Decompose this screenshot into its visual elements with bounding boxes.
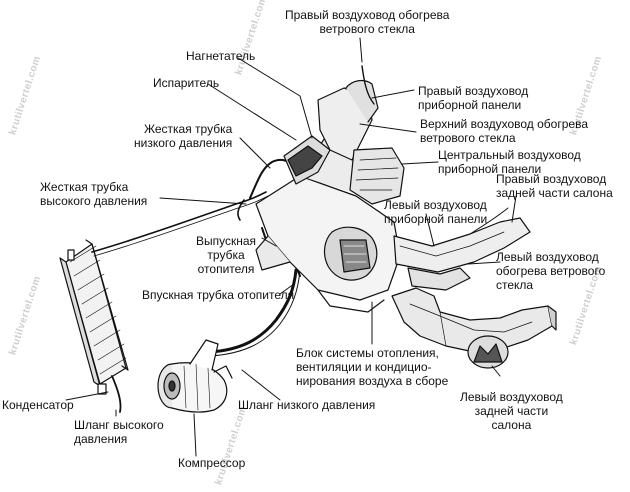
leader-lines <box>65 37 517 457</box>
condenser-drawing <box>59 239 129 395</box>
label-blower: Нагнетатель <box>186 49 256 63</box>
label-right-rear-duct: Правый воздуховод задней части салона <box>496 172 613 200</box>
low-pressure-hose-drawing <box>208 268 298 354</box>
label-right-windshield-duct: Правый воздуховод обогрева ветрового сте… <box>285 8 450 36</box>
label-heater-inlet-pipe: Впускная трубка отопителя <box>142 288 295 302</box>
manufacturer-logo-drawing <box>467 335 509 369</box>
label-low-pressure-pipe: Жесткая трубка низкого давления <box>134 122 233 150</box>
label-left-rear-duct: Левый воздуховод задней части салона <box>460 390 563 432</box>
label-low-pressure-hose: Шланг низкого давления <box>238 398 376 412</box>
compressor-drawing <box>157 339 233 413</box>
label-left-windshield-duct: Левый воздуховод обогрева ветрового стек… <box>496 250 606 292</box>
label-evaporator: Испаритель <box>153 76 220 90</box>
label-heater-outlet-pipe: Выпускная трубка отопителя <box>196 234 257 276</box>
hvac-unit-drawing <box>255 65 405 313</box>
label-high-pressure-pipe: Жесткая трубка высокого давления <box>40 180 148 208</box>
left-rear-duct-drawing <box>391 287 557 353</box>
label-upper-windshield-duct: Верхний воздуховод обогрева ветрового ст… <box>420 117 588 145</box>
label-condenser: Конденсатор <box>2 398 74 412</box>
left-ducts-drawing <box>393 207 531 291</box>
label-center-panel-duct: Центральный воздуховод приборной панели <box>438 148 581 176</box>
high-pressure-hose-drawing <box>111 375 122 413</box>
label-hvac-unit: Блок системы отопления, вентиляции и кон… <box>296 346 449 388</box>
label-high-pressure-hose: Шланг высокого давления <box>74 418 164 446</box>
label-right-panel-duct: Правый воздуховод приборной панели <box>418 84 529 112</box>
high-pressure-pipe-drawing <box>91 191 267 253</box>
label-compressor: Компрессор <box>178 456 246 470</box>
label-left-panel-duct: Левый воздуховод приборной панели <box>384 198 488 226</box>
